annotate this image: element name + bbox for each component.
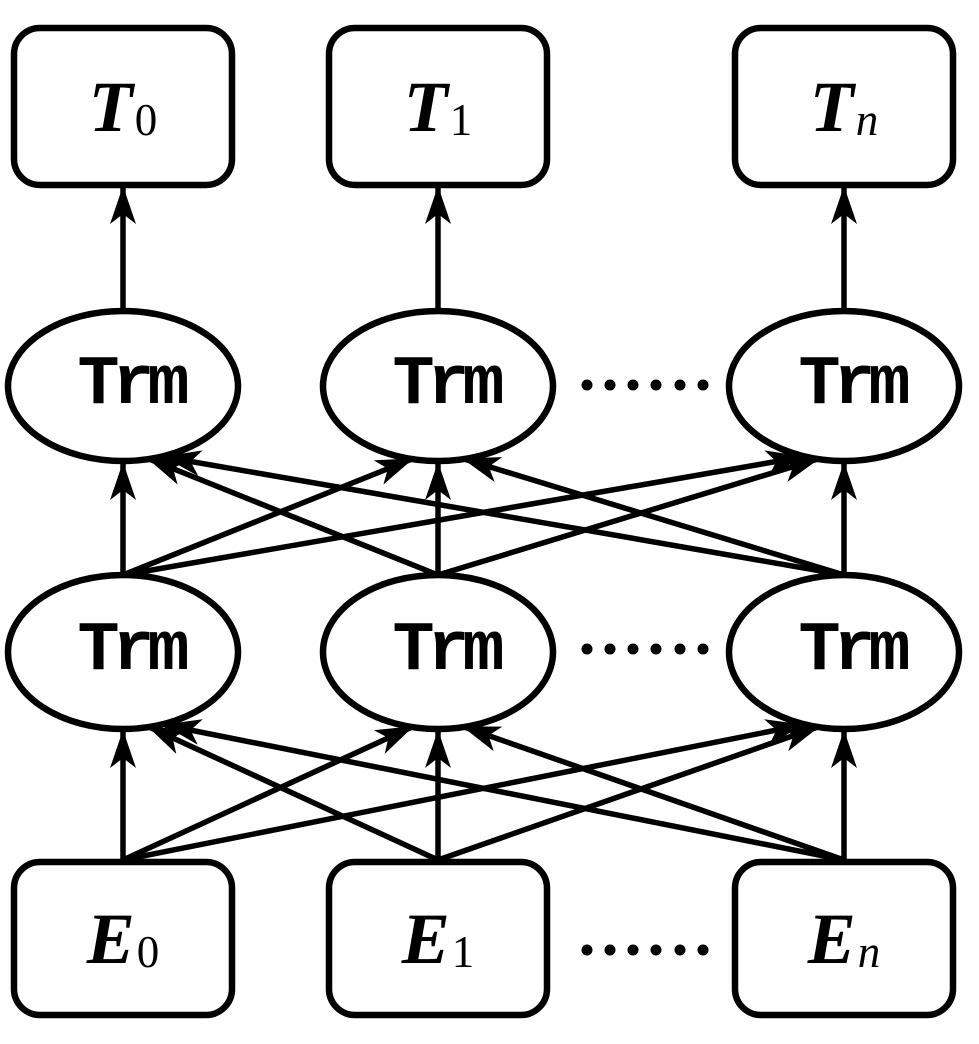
edge-e0-l1c1 — [121, 724, 414, 863]
edge-en-l1c1 — [462, 724, 845, 863]
edges — [110, 186, 857, 863]
layer2-ellipse-2 — [725, 307, 963, 465]
edge-e0-l1c2 — [122, 719, 804, 863]
edge-e1-l1c2 — [437, 724, 820, 863]
layer1-ellipse-0 — [4, 571, 242, 733]
input-box-e0 — [10, 858, 236, 1019]
layer1-ellipsis-dots — [581, 643, 709, 655]
ellipsis-dots — [581, 379, 709, 956]
output-box-t0 — [10, 24, 236, 189]
layer2-ellipse-1 — [319, 307, 557, 465]
edges-layer1-to-layer2 — [110, 450, 857, 578]
node-shapes — [4, 24, 963, 1019]
edge-l1c2-l2c1 — [462, 456, 845, 578]
layer1-ellipse-2 — [725, 571, 963, 733]
edge-l1c0-l2c2 — [122, 450, 804, 578]
layer2-ellipsis-dots — [581, 379, 709, 391]
edges-layer2-to-outputs — [110, 186, 857, 311]
output-box-tn — [731, 24, 957, 189]
input-box-e1 — [325, 858, 551, 1019]
edge-e1-l1c0 — [147, 724, 440, 863]
edge-en-l1c0 — [163, 719, 845, 863]
edge-l1c1-l2c0 — [147, 456, 440, 578]
edge-l1c0-l2c1 — [121, 456, 414, 578]
input-box-en — [731, 858, 957, 1019]
output-box-t1 — [325, 24, 551, 189]
edges-inputs-to-layer1 — [110, 719, 857, 863]
layer1-ellipse-1 — [319, 571, 557, 733]
input-ellipsis-dots — [581, 944, 709, 956]
edge-l1c1-l2c2 — [437, 456, 820, 578]
layer2-ellipse-0 — [4, 307, 242, 465]
edge-l1c2-l2c0 — [163, 450, 845, 578]
